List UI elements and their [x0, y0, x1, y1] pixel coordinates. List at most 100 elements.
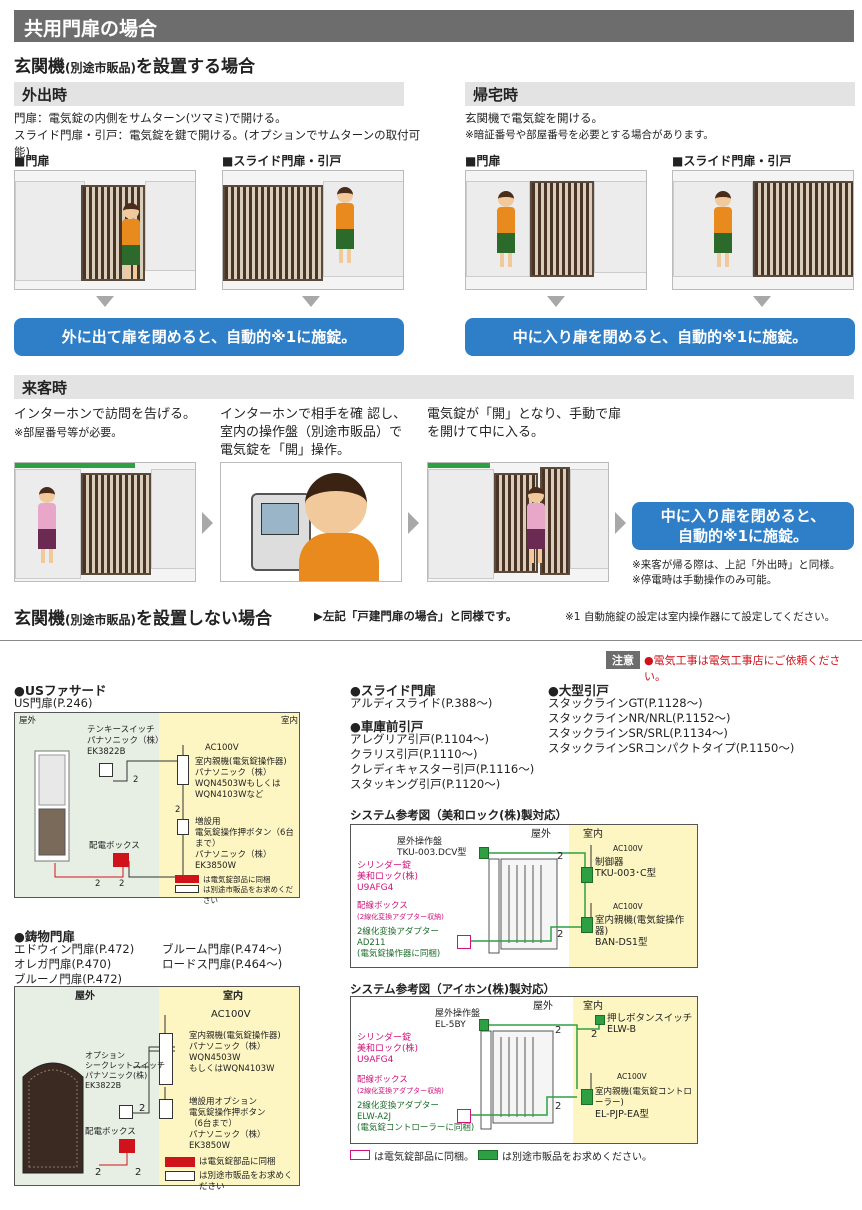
- indoor-model2: WQN4103Wなど: [195, 790, 264, 800]
- legend-pink-swatch: [350, 1150, 370, 1160]
- sys1-cylinder: シリンダー錠 美和ロック(株) U9AFG4: [357, 861, 418, 894]
- option-label: 増設用 電気錠操作押ボタン（6台まで） パナソニック（株）EK3850W: [195, 817, 299, 872]
- cast-gate-item: ロードス門扉(P.464～): [162, 957, 283, 971]
- arrow-right-icon: [408, 512, 419, 534]
- visitor-step2-line3: 電気錠を「開」操作。: [220, 443, 351, 458]
- visitor-step3-line1: 電気錠が「開」となり、手動で扉: [427, 407, 622, 422]
- option-desc: 電気錠操作押ボタン（6台まで）: [195, 828, 294, 849]
- wire-label: 2: [555, 1101, 562, 1112]
- illustration-out-gate: [14, 170, 196, 290]
- visitor-banner-line1: 中に入り扉を閉めると、: [660, 507, 826, 525]
- sys1-controller: 制御器 TKU-003･C型: [595, 857, 656, 879]
- adapter-model: AD211: [357, 938, 386, 948]
- arrow-right-icon: [202, 512, 213, 534]
- indoor-name: 室内親機(電気錠操作器): [195, 757, 287, 767]
- wire-label: 2: [555, 1025, 562, 1036]
- option-btn-l3: （6台まで）: [189, 1119, 237, 1129]
- tenkey-name: テンキースイッチ: [87, 725, 155, 735]
- cylinder-model: U9AFG4: [357, 1055, 394, 1065]
- secret-switch-label: オプション シークレットスイッチ パナソニック(株) EK3822B: [85, 1051, 165, 1091]
- large-item: スタックラインNR/NRL(P.1152～): [548, 711, 731, 725]
- sys2-adapter: 2線化変換アダプター ELW-A2J (電気錠コントローラーに同梱): [357, 1101, 474, 1134]
- outdoor-panel-icon: [479, 847, 489, 859]
- sys2-diagram: 屋外 室内 屋外操作盤 EL-5BY シリンダー錠 美和ロック(株) U9AFG…: [350, 996, 698, 1144]
- arrow-down-icon: [96, 296, 114, 307]
- push-button-icon: [595, 1015, 605, 1025]
- coming-home-label-slide: ■スライド門扉・引戸: [672, 154, 792, 168]
- large-list: スタックラインGT(P.1128～) スタックラインNR/NRL(P.1152～…: [548, 696, 794, 756]
- legend-green-swatch: [478, 1150, 498, 1160]
- sys1-panel: 屋外操作盤 TKU-003.DCV型: [397, 837, 466, 859]
- footnote-1: ※1 自動施錠の設定は室内操作器にて設定してください。: [565, 611, 836, 623]
- box-name: 配線ボックス: [357, 1075, 408, 1085]
- page-title: 共用門扉の場合: [14, 10, 854, 42]
- heading-tail: を設置する場合: [135, 57, 255, 77]
- box-label: 配電ボックス: [85, 1127, 136, 1137]
- arrow-down-icon: [547, 296, 565, 307]
- sys2-cylinder: シリンダー錠 美和ロック(株) U9AFG4: [357, 1033, 418, 1066]
- box-label: 配電ボックス: [89, 841, 140, 851]
- legend-white-swatch: [175, 885, 199, 893]
- same-as-note: ▶左記「戸建門扉の場合」と同様です。: [314, 609, 518, 623]
- going-out-banner: 外に出て扉を閉めると、自動的※1に施錠。: [14, 318, 404, 356]
- secret-switch-icon: [119, 1105, 133, 1119]
- heading-main: 玄関機: [14, 57, 65, 77]
- cylinder-name: シリンダー錠: [357, 861, 412, 871]
- legend-red-swatch: [175, 875, 199, 883]
- push-name: 押しボタンスイッチ: [607, 1013, 693, 1024]
- legend-red-swatch: [165, 1157, 195, 1167]
- visitor-note1: ※来客が帰る際は、上記「外出時」と同様。: [632, 559, 841, 571]
- cylinder-name: シリンダー錠: [357, 1033, 412, 1043]
- cylinder-maker: 美和ロック(株): [357, 872, 419, 882]
- outside-label: 屋外: [19, 716, 37, 726]
- legend-red: は電気錠部品に同梱: [199, 1157, 276, 1167]
- outside-label: 屋外: [531, 829, 551, 840]
- sys2-panel: 屋外操作盤 EL-5BY: [435, 1009, 480, 1031]
- wire-label: 2: [95, 1167, 102, 1178]
- controller-name: 制御器: [595, 857, 624, 868]
- push-button-icon: [159, 1099, 173, 1119]
- divider: [0, 640, 862, 641]
- tenkey-label: テンキースイッチ パナソニック（株） EK3822B: [87, 725, 164, 758]
- controller-model: TKU-003･C型: [595, 868, 657, 879]
- indoor-model: BAN-DS1型: [595, 937, 648, 948]
- heading-sub: (別途市販品): [65, 61, 136, 75]
- caution-tag: 注意: [606, 651, 640, 669]
- garage-head: ●車庫前引戸: [350, 719, 424, 734]
- illustration-visitor-2: [220, 462, 402, 582]
- indoor-maker: パナソニック（株）: [195, 768, 272, 778]
- secret-switch-l4: EK3822B: [85, 1081, 122, 1090]
- inside-label: 室内: [223, 991, 243, 1002]
- cylinder-model: U9AFG4: [357, 883, 394, 893]
- large-item: スタックラインGT(P.1128～): [548, 696, 703, 710]
- adapter-icon: [457, 1109, 471, 1123]
- adapter-model: ELW-A2J: [357, 1112, 391, 1122]
- adapter-note: (電気錠コントローラーに同梱): [357, 1123, 475, 1133]
- sys1-wiring: [469, 845, 592, 954]
- ac-label: AC100V: [205, 743, 239, 753]
- going-out-head: 外出時: [14, 82, 404, 106]
- option-btn-l4: パナソニック（株）: [189, 1130, 266, 1140]
- illustration-home-gate: [465, 170, 647, 290]
- legend-red: は電気錠部品に同梱: [203, 875, 271, 884]
- adapter-name: 2線化変換アダプター: [357, 927, 439, 937]
- cast-gate-item: ブルーノ門扉(P.472): [14, 972, 123, 986]
- option-name: 増設用: [195, 817, 221, 827]
- controller-model: EL-PJP-EA型: [595, 1109, 650, 1120]
- slide-gate-head: ●スライド門扉: [350, 683, 436, 698]
- visitor-step1: インターホンで訪問を告げる。 ※部屋番号等が必要。: [14, 406, 214, 442]
- distribution-box-icon: [113, 853, 129, 867]
- visitor-note2: ※停電時は手動操作のみ可能。: [632, 574, 778, 586]
- cast-gate-col1: エドウィン門扉(P.472) オレガ門扉(P.470) ブルーノ門扉(P.472…: [14, 942, 134, 987]
- secret-switch-l3: パナソニック(株): [85, 1071, 148, 1080]
- going-out-line1: 門扉：電気錠の内側をサムターン(ツマミ)で開ける。: [14, 111, 287, 125]
- inside-label: 室内: [583, 1001, 603, 1012]
- legend-white: は別途市販品をお求めください: [203, 885, 293, 905]
- visitor-banner-line2: 自動的※1に施錠。: [677, 527, 809, 545]
- cast-gate-item: オレガ門扉(P.470): [14, 957, 112, 971]
- indoor-model2: もしくはWQN4103W: [189, 1064, 275, 1074]
- cylinder-maker: 美和ロック(株): [357, 1044, 419, 1054]
- box-desc: (2線化変換アダプター収納): [357, 913, 444, 921]
- illustration-visitor-1: [14, 462, 196, 582]
- visitor-banner: 中に入り扉を閉めると、 自動的※1に施錠。: [632, 502, 854, 550]
